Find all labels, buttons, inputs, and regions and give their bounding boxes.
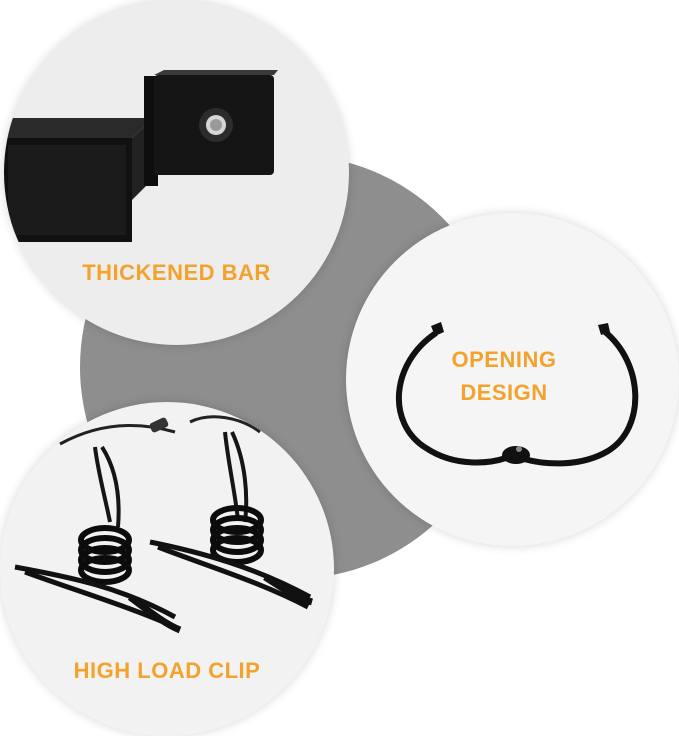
spring-clip-icon (14, 415, 314, 634)
feature-label: THICKENED BAR (82, 260, 271, 285)
feature-label: HIGH LOAD CLIP (73, 658, 261, 683)
feature-label: OPENING DESIGN (434, 343, 574, 409)
split-ring-icon (395, 322, 639, 467)
feature-label-line: OPENING (451, 347, 557, 372)
metal-bar-bracket-icon (4, 70, 278, 242)
feature-high-load-clip: HIGH LOAD CLIP (0, 402, 334, 736)
feature-label-line: DESIGN (460, 380, 548, 405)
feature-thickened-bar: THICKENED BAR (4, 0, 349, 345)
feature-opening-design: OPENING DESIGN (346, 213, 679, 546)
